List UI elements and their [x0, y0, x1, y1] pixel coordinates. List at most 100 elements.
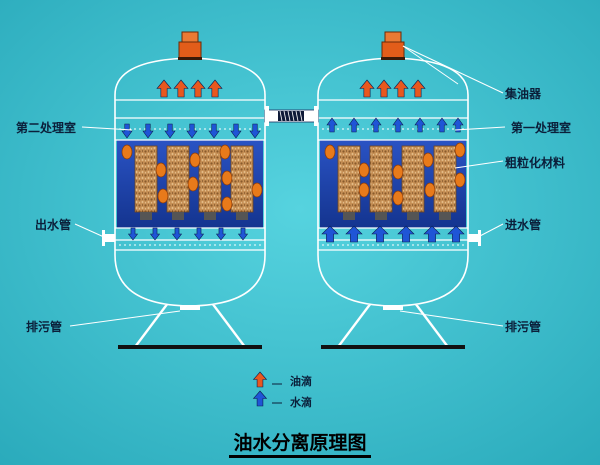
- left-water-arrow-bottom: [237, 227, 249, 241]
- connecting-pipe-thread: [295, 110, 299, 122]
- connecting-pipe-thread: [299, 110, 303, 122]
- right-oil-collector-cap: [384, 31, 402, 43]
- left-coalescing-column: [230, 145, 254, 213]
- left-coalescing-column: [166, 145, 190, 213]
- label-outlet-pipe: 出水管: [35, 218, 72, 232]
- right-oil-collector-flange: [381, 57, 405, 60]
- left-water-arrow-bottom: [171, 227, 183, 241]
- left-oil-droplet: [221, 170, 233, 186]
- right-water-arrow-up: [326, 117, 338, 133]
- left-leg-right: [212, 305, 245, 345]
- vessels: [102, 31, 481, 349]
- diagram-title: 油水分离原理图: [0, 428, 600, 458]
- left-water-arrow-down: [230, 123, 242, 139]
- left-water-arrow-down: [121, 123, 133, 139]
- left-column-base: [236, 212, 248, 220]
- left-vessel: [102, 31, 266, 349]
- right-vessel-shell: [317, 57, 469, 307]
- right-inlet-flange: [478, 230, 481, 246]
- connecting-pipe-thread: [279, 110, 283, 122]
- right-coalescing-column: [337, 145, 361, 213]
- leader-lines: [69, 45, 506, 327]
- left-vessel-shell: [114, 57, 266, 307]
- right-inlet-pipe: [468, 234, 478, 242]
- left-oil-arrow-top: [207, 79, 223, 98]
- right-leg-right: [415, 305, 448, 345]
- left-drain-outlet: [180, 305, 200, 310]
- right-leg-left: [338, 305, 371, 345]
- right-oil-droplet: [392, 164, 404, 180]
- right-oil-droplet: [324, 144, 336, 160]
- right-oil-droplet: [358, 162, 370, 178]
- left-column-base: [172, 212, 184, 220]
- right-water-arrow-up: [414, 117, 426, 133]
- right-water-arrow-up: [370, 117, 382, 133]
- right-oil-droplet: [454, 142, 466, 158]
- left-water-arrow-down: [164, 123, 176, 139]
- legend-icons: [252, 371, 282, 407]
- left-oil-collector: [178, 41, 202, 59]
- left-column-base: [140, 212, 152, 220]
- left-oil-droplet: [251, 182, 263, 198]
- right-vessel: [317, 31, 481, 349]
- label-coarse-material: 粗粒化材料: [505, 156, 566, 170]
- right-column-base: [375, 212, 387, 220]
- left-outlet-flange: [102, 230, 105, 246]
- left-coalescing-column: [198, 145, 222, 213]
- right-column-base: [439, 212, 451, 220]
- right-water-arrow-up: [392, 117, 404, 133]
- right-column-base: [407, 212, 419, 220]
- leader-drain-right: [399, 310, 504, 327]
- leader-inlet-pipe: [477, 223, 504, 238]
- left-water-arrow-bottom: [127, 227, 139, 241]
- left-oil-droplet: [189, 152, 201, 168]
- left-oil-collector-cap: [181, 31, 199, 43]
- left-oil-droplet: [221, 196, 233, 212]
- right-coalescing-column: [369, 145, 393, 213]
- label-oil-collector: 集油器: [505, 87, 542, 101]
- left-oil-collector-flange: [178, 57, 202, 60]
- legend-oil-label: 油滴: [290, 375, 312, 388]
- left-water-arrow-bottom: [149, 227, 161, 241]
- connecting-pipe-thread: [283, 110, 287, 122]
- right-oil-droplet: [454, 172, 466, 188]
- leader-outlet-pipe: [74, 223, 105, 238]
- label-inlet-pipe: 进水管: [505, 218, 542, 232]
- left-water-arrow-down: [186, 123, 198, 139]
- connecting-pipe-flange-left: [265, 106, 269, 126]
- left-water-arrow-down: [249, 123, 261, 139]
- left-outlet-pipe: [105, 234, 115, 242]
- legend-water-arrow-icon: [252, 390, 268, 407]
- leader-first-chamber: [454, 126, 506, 131]
- leader-oil-collector-arrow: [402, 45, 459, 85]
- left-oil-droplet: [219, 144, 231, 160]
- right-oil-droplet: [392, 190, 404, 206]
- legend-water-label: 水滴: [290, 396, 312, 409]
- left-oil-arrow-top: [173, 79, 189, 98]
- label-first-chamber: 第一处理室: [511, 121, 572, 135]
- right-oil-arrow-top: [393, 79, 409, 98]
- left-oil-droplet: [121, 144, 133, 160]
- right-oil-droplet: [424, 182, 436, 198]
- right-coalescing-column: [433, 145, 457, 213]
- right-water-arrow-inlet: [447, 225, 465, 243]
- right-oil-droplet: [358, 182, 370, 198]
- leader-coarse-material: [454, 160, 504, 169]
- label-second-chamber: 第二处理室: [16, 121, 77, 135]
- right-water-arrow-inlet: [321, 225, 339, 243]
- right-water-arrow-inlet: [345, 225, 363, 243]
- left-column-base: [204, 212, 216, 220]
- right-water-arrow-inlet: [397, 225, 415, 243]
- label-drain-left: 排污管: [26, 320, 63, 334]
- left-coalescing-column: [134, 145, 158, 213]
- label-drain-right: 排污管: [505, 320, 542, 334]
- left-base-plate: [118, 345, 262, 349]
- leader-oil-collector: [402, 45, 504, 94]
- left-oil-droplet: [155, 162, 167, 178]
- right-oil-arrow-top: [410, 79, 426, 98]
- right-water-arrow-inlet: [423, 225, 441, 243]
- left-water-arrow-bottom: [193, 227, 205, 241]
